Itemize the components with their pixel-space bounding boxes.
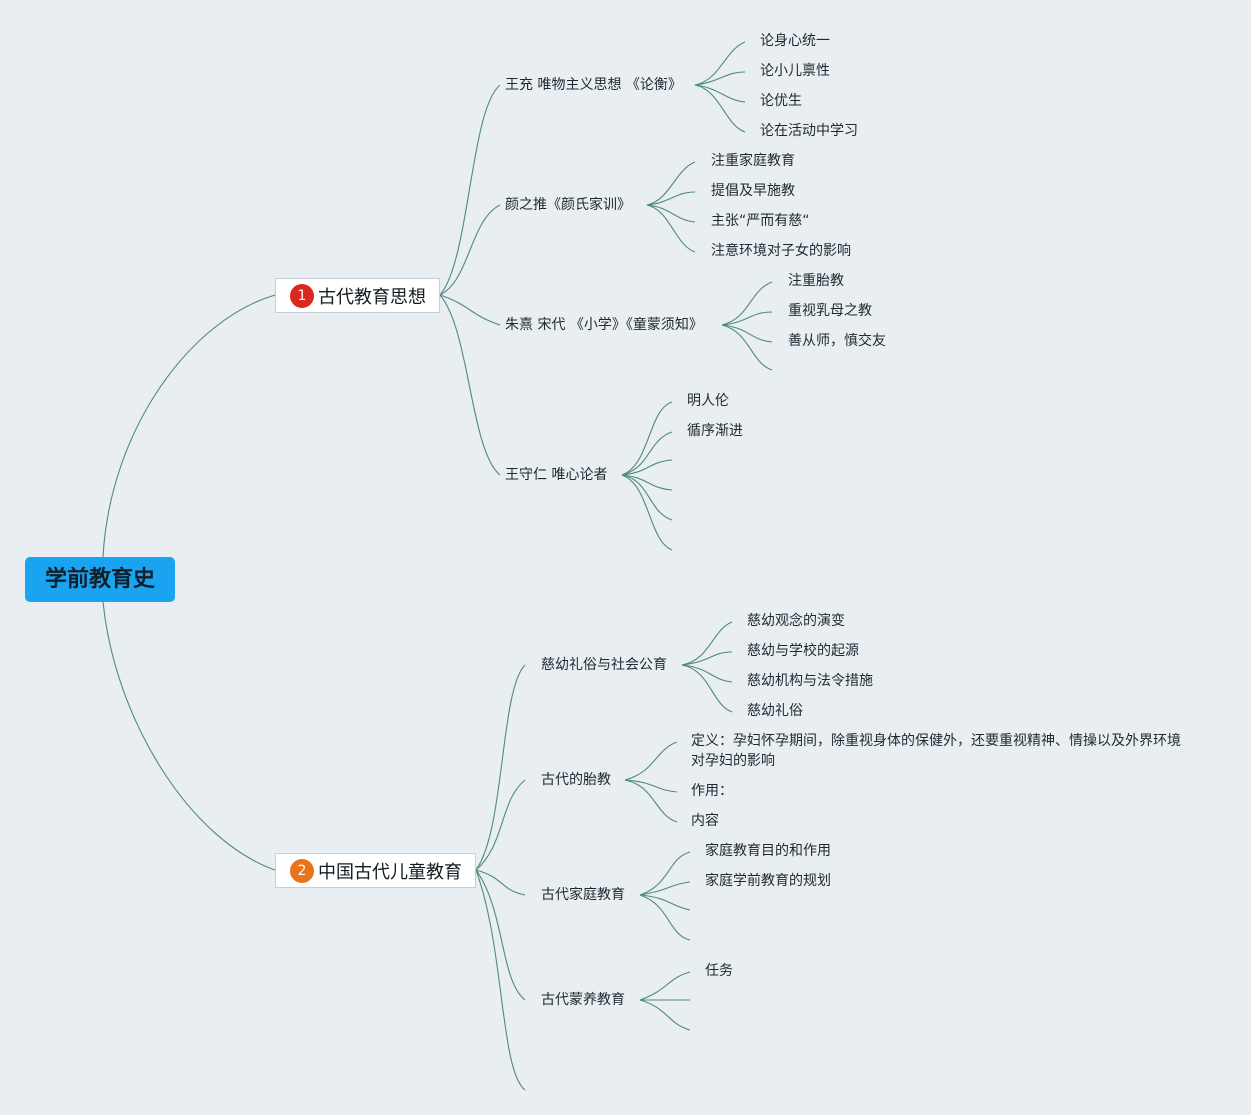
branch-ancient-education-thought[interactable]: 1 古代教育思想: [275, 278, 440, 313]
leaf-definition[interactable]: 定义：孕妇怀孕期间，除重视身体的保健外，还要重视精神、情操以及外界环境对孕妇的影…: [691, 733, 1181, 769]
leaf-item[interactable]: 论身心统一: [760, 33, 830, 49]
leaf-item[interactable]: 注重家庭教育: [711, 153, 795, 169]
topic-prenatal-education[interactable]: 古代的胎教: [541, 772, 611, 788]
leaf-item[interactable]: 慈幼机构与法令措施: [747, 673, 873, 689]
leaf-item[interactable]: 家庭学前教育的规划: [705, 873, 831, 889]
topic-wang-shouren[interactable]: 王守仁 唯心论者: [505, 467, 608, 483]
leaf-item[interactable]: 论优生: [760, 93, 802, 109]
leaf-item[interactable]: 内容: [691, 813, 719, 829]
leaf-item[interactable]: 善从师，慎交友: [788, 333, 886, 349]
root-topic[interactable]: 学前教育史: [25, 557, 175, 602]
leaf-item[interactable]: 循序渐进: [687, 423, 743, 439]
leaf-item[interactable]: 慈幼观念的演变: [747, 613, 845, 629]
leaf-item[interactable]: 注重胎教: [788, 273, 844, 289]
topic-zhu-xi[interactable]: 朱熹 宋代 《小学》《童蒙须知》: [505, 317, 703, 333]
leaf-item[interactable]: 慈幼礼俗: [747, 703, 803, 719]
branch-label: 古代教育思想: [318, 286, 426, 308]
topic-mengyang-education[interactable]: 古代蒙养教育: [541, 992, 625, 1008]
leaf-item[interactable]: 明人伦: [687, 393, 729, 409]
leaf-item[interactable]: 作用：: [691, 783, 733, 799]
number-badge-2: 2: [290, 858, 314, 883]
leaf-item[interactable]: 重视乳母之教: [788, 303, 872, 319]
number-badge-1: 1: [290, 283, 314, 308]
leaf-item[interactable]: 主张“严而有慈“: [711, 213, 810, 229]
topic-ciyou-customs[interactable]: 慈幼礼俗与社会公育: [541, 657, 667, 673]
branch-ancient-child-education[interactable]: 2 中国古代儿童教育: [275, 853, 476, 888]
leaf-item[interactable]: 论在活动中学习: [760, 123, 858, 139]
leaf-item[interactable]: 慈幼与学校的起源: [747, 643, 859, 659]
leaf-item[interactable]: 论小儿禀性: [760, 63, 830, 79]
leaf-item[interactable]: 任务: [705, 963, 733, 979]
leaf-item[interactable]: 家庭教育目的和作用: [705, 843, 831, 859]
branch-label: 中国古代儿童教育: [318, 861, 462, 883]
topic-yan-zhitui[interactable]: 颜之推《颜氏家训》: [505, 197, 631, 213]
topic-wang-chong[interactable]: 王充 唯物主义思想 《论衡》: [505, 77, 682, 93]
leaf-item[interactable]: 提倡及早施教: [711, 183, 795, 199]
leaf-item[interactable]: 注意环境对子女的影响: [711, 243, 851, 259]
topic-family-education[interactable]: 古代家庭教育: [541, 887, 625, 903]
